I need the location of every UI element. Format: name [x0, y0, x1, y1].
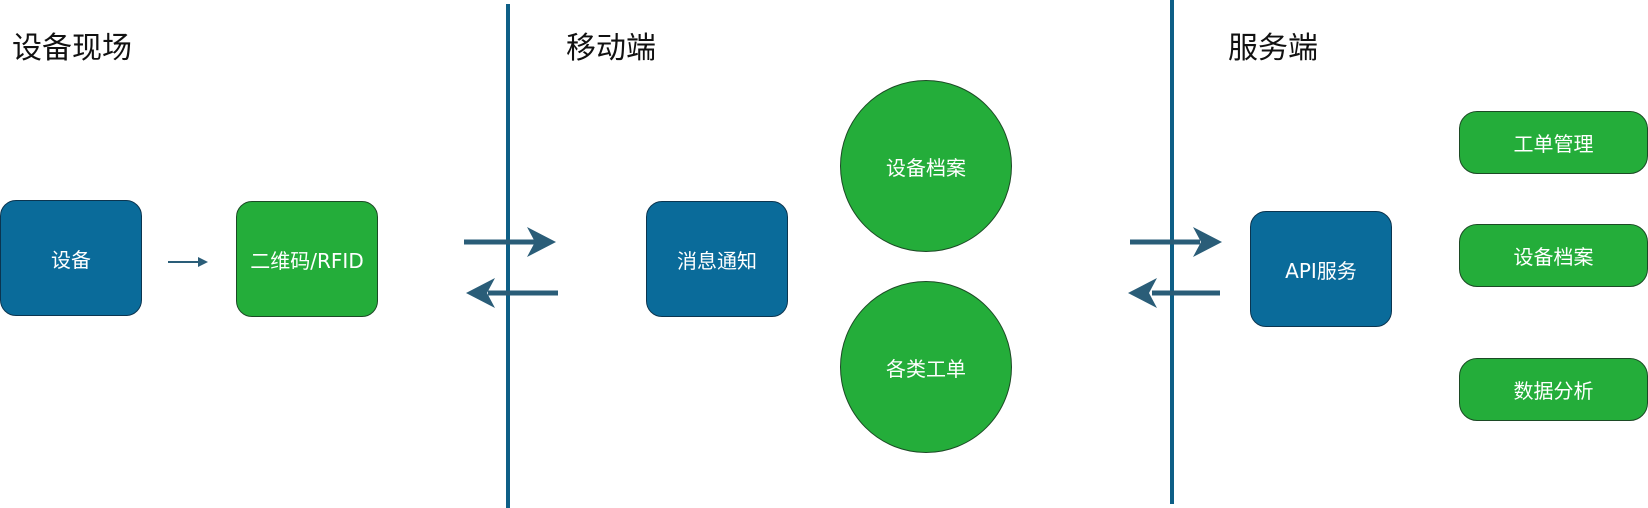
section-title-server: 服务端: [1228, 31, 1318, 66]
arrow-mobile-to-server: [1130, 227, 1222, 257]
node-device: 设备: [0, 200, 142, 316]
arrow-device-to-qrcode: [168, 257, 208, 267]
node-work-order-mgmt: 工单管理: [1459, 111, 1648, 174]
node-device-archive-mobile: 设备档案: [840, 80, 1012, 252]
arrow-server-to-mobile: [1128, 278, 1220, 308]
section-title-mobile: 移动端: [566, 31, 656, 66]
node-device-archive-server: 设备档案: [1459, 224, 1648, 287]
node-message-notify: 消息通知: [646, 201, 788, 317]
node-api-service: API服务: [1250, 211, 1392, 327]
section-title-field: 设备现场: [12, 31, 132, 66]
node-data-analysis: 数据分析: [1459, 358, 1648, 421]
node-work-orders: 各类工单: [840, 281, 1012, 453]
arrow-mobile-to-field: [466, 278, 558, 308]
arrow-field-to-mobile: [464, 227, 556, 257]
node-qrcode-rfid: 二维码/RFID: [236, 201, 378, 317]
